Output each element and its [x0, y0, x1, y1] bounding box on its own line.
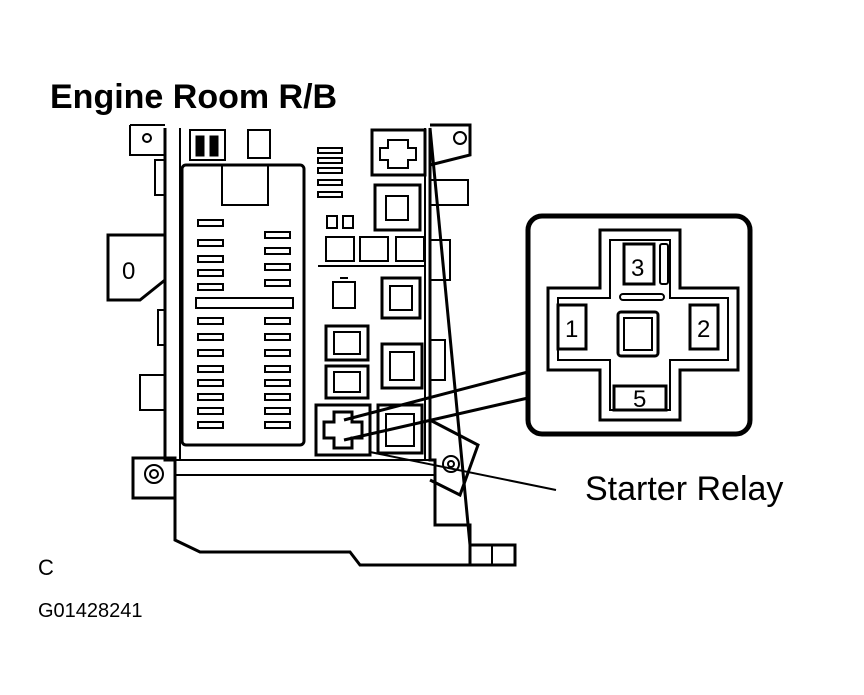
starter-relay-callout-line — [369, 451, 557, 491]
starter-relay-label: Starter Relay — [585, 470, 783, 508]
zoom-leader-lines — [343, 370, 529, 442]
pin-3-box — [622, 242, 656, 286]
mounting-hole-label: 0 — [122, 258, 135, 285]
pin-2-box — [688, 303, 720, 351]
view-letter: C — [38, 555, 54, 580]
relay-block-housing: 0 — [106, 123, 517, 567]
fuse-slots-right — [264, 231, 291, 429]
diagram-title: Engine Room R/B — [50, 78, 337, 116]
pin-3-label: 3 — [631, 255, 644, 282]
pin-1-box — [556, 303, 588, 351]
starter-relay-on-block — [314, 403, 372, 457]
figure-code: G01428241 — [38, 600, 143, 622]
pin-5-box — [612, 384, 668, 412]
pin-1-label: 1 — [565, 316, 578, 343]
fuse-slots-left — [197, 219, 224, 429]
center-relay-column — [314, 128, 427, 457]
pin-2-label: 2 — [697, 316, 710, 343]
pin-5-label: 5 — [633, 386, 646, 413]
starter-relay-pinout-inset: 3 1 2 5 — [525, 213, 753, 437]
fuse-panel — [180, 129, 306, 447]
